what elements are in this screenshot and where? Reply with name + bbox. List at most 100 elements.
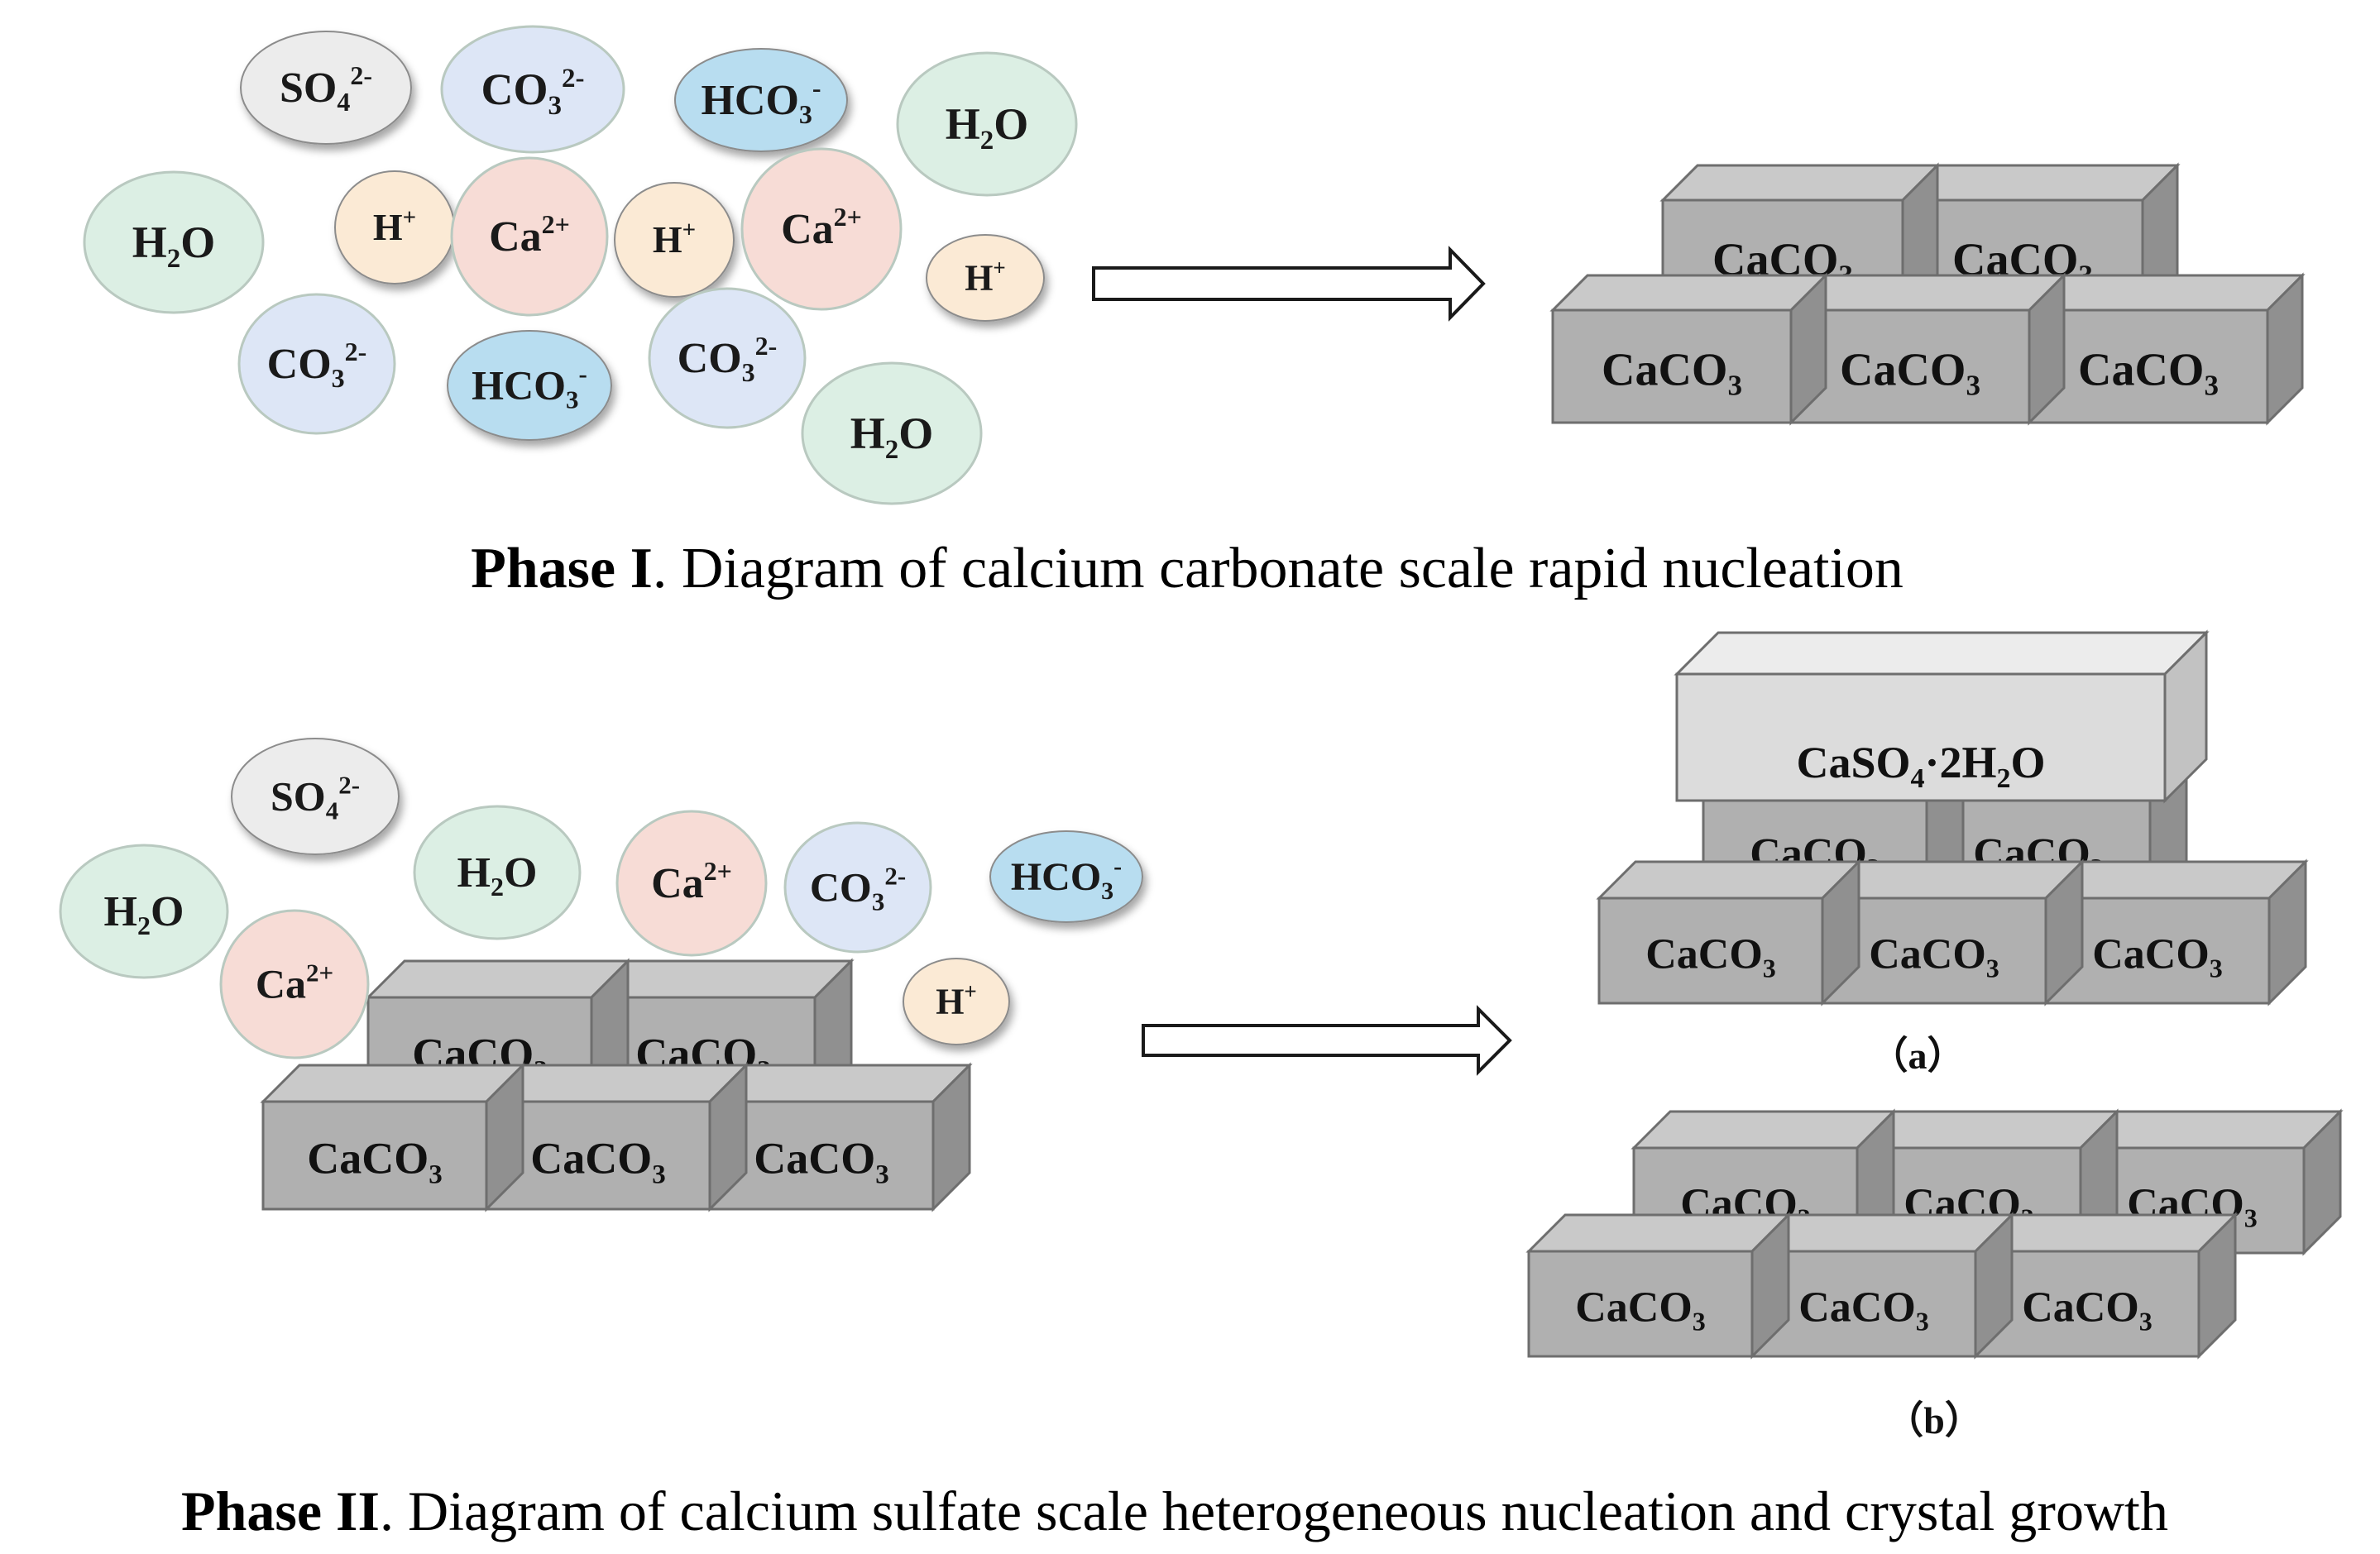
sulfate-ion: SO42- [240,31,412,145]
phase1-caption-bold: Phase I [471,537,653,600]
caco3-label: CaCO3 [2022,1284,2153,1336]
ion-bubble [989,830,1143,923]
ion-bubble [413,805,582,940]
calcium-ion: Ca2+ [450,156,609,317]
caco3-label: CaCO3 [2092,930,2223,983]
ion-label: H2O [104,888,184,940]
sulfate-ion: SO42- [231,738,400,855]
process-arrow [1142,1005,1512,1076]
ion-bubble [926,234,1045,322]
water-ion: H2O [896,51,1078,197]
carbonate-ion: CO32- [783,821,932,954]
caco3-label: CaCO3 [1840,344,1980,401]
phase1-caption-text: . Diagram of calcium carbonate scale rap… [653,537,1904,600]
ion-label: CO32- [678,331,778,387]
ion-label: SO42- [280,60,372,117]
ion-label: SO42- [271,771,360,825]
ion-label: HCO3- [1011,853,1122,905]
carbonate-ion: CO32- [237,293,396,435]
ion-bubble [231,738,400,855]
caco3-block: CaCO3 [483,1062,749,1212]
caco3-label: CaCO3 [1645,930,1776,983]
ion-bubble [237,293,396,435]
caco3-block: CaCO3 [1749,1212,2015,1360]
caco3-label: CaCO3 [1575,1284,1706,1336]
ion-bubble [896,51,1078,197]
ion-label: Ca2+ [651,856,732,907]
ion-label: CO32- [810,862,906,916]
ion-bubble [447,330,612,441]
calcium-ion: Ca2+ [740,147,903,311]
sublabel-a: （a） [1870,1035,1966,1077]
ion-label: H+ [965,256,1006,299]
caso4-block: CaSO4·2H2O [1674,629,2210,804]
caco3-block: CaCO3 [2026,272,2306,426]
ion-label: HCO3- [472,360,587,414]
ion-bubble [903,958,1010,1045]
caco3-block: CaCO3 [1596,858,1862,1007]
caco3-label: CaCO3 [2078,344,2219,401]
ion-label: Ca2+ [781,202,862,253]
water-ion: H2O [413,805,582,940]
phase1-caption: Phase I. Diagram of calcium carbonate sc… [471,537,1904,600]
ion-label: H2O [457,849,538,901]
ion-bubble [440,25,625,154]
calcium-ion: Ca2+ [615,810,768,957]
ion-label: Ca2+ [489,209,570,261]
caco3-block: CaCO3 [706,1062,973,1212]
water-ion: H2O [801,361,983,505]
ion-label: H2O [946,99,1029,155]
ion-bubble [615,810,768,957]
ion-bubble [219,909,370,1059]
bicarbonate-ion: HCO3- [989,830,1143,923]
carbonate-ion: CO32- [648,287,807,429]
process-arrow [1092,246,1486,322]
carbonate-ion: CO32- [440,25,625,154]
phase2-caption-bold: Phase II [181,1480,380,1542]
ion-label: H2O [132,218,216,274]
caco3-label: CaCO3 [307,1134,443,1190]
caco3-label: CaCO3 [754,1134,889,1190]
ion-label: H+ [373,204,416,248]
caco3-label: CaCO3 [1798,1284,1929,1336]
hydrogen-ion: H+ [926,234,1045,322]
caco3-block: CaCO3 [1525,1212,1792,1360]
ion-label: H+ [653,217,696,261]
bicarbonate-ion: HCO3- [674,48,848,152]
calcium-ion: Ca2+ [219,909,370,1059]
ion-bubble [674,48,848,152]
caco3-label: CaCO3 [1869,930,1999,983]
ion-label: CO32- [267,337,367,393]
ion-bubble [801,361,983,505]
ion-bubble [614,182,735,298]
water-ion: H2O [59,844,229,979]
caso4-label: CaSO4·2H2O [1796,738,2045,794]
ion-bubble [240,31,412,145]
ion-label: HCO3- [701,73,821,129]
ion-bubble [450,156,609,317]
caco3-block: CaCO3 [2042,858,2309,1007]
bicarbonate-ion: HCO3- [447,330,612,441]
phase2-caption: Phase II. Diagram of calcium sulfate sca… [181,1480,2168,1542]
caco3-block: CaCO3 [260,1062,526,1212]
caco3-block: CaCO3 [1788,272,2067,426]
sublabel-b: （b） [1885,1399,1983,1442]
ion-label: H+ [936,979,977,1022]
ion-label: Ca2+ [256,959,333,1007]
phase2-caption-text: . Diagram of calcium sulfate scale heter… [380,1480,2168,1542]
ion-bubble [648,287,807,429]
caco3-block: CaCO3 [1549,272,1829,426]
ion-bubble [740,147,903,311]
caco3-block: CaCO3 [1972,1212,2239,1360]
caco3-label: CaCO3 [530,1134,666,1190]
ion-label: CO32- [481,64,585,121]
ion-bubble [59,844,229,979]
hydrogen-ion: H+ [334,170,455,285]
caco3-label: CaCO3 [1602,344,1742,401]
hydrogen-ion: H+ [614,182,735,298]
caco3-block: CaCO3 [1819,858,2085,1007]
ion-bubble [83,170,265,314]
ion-label: H2O [850,409,934,465]
ion-bubble [783,821,932,954]
